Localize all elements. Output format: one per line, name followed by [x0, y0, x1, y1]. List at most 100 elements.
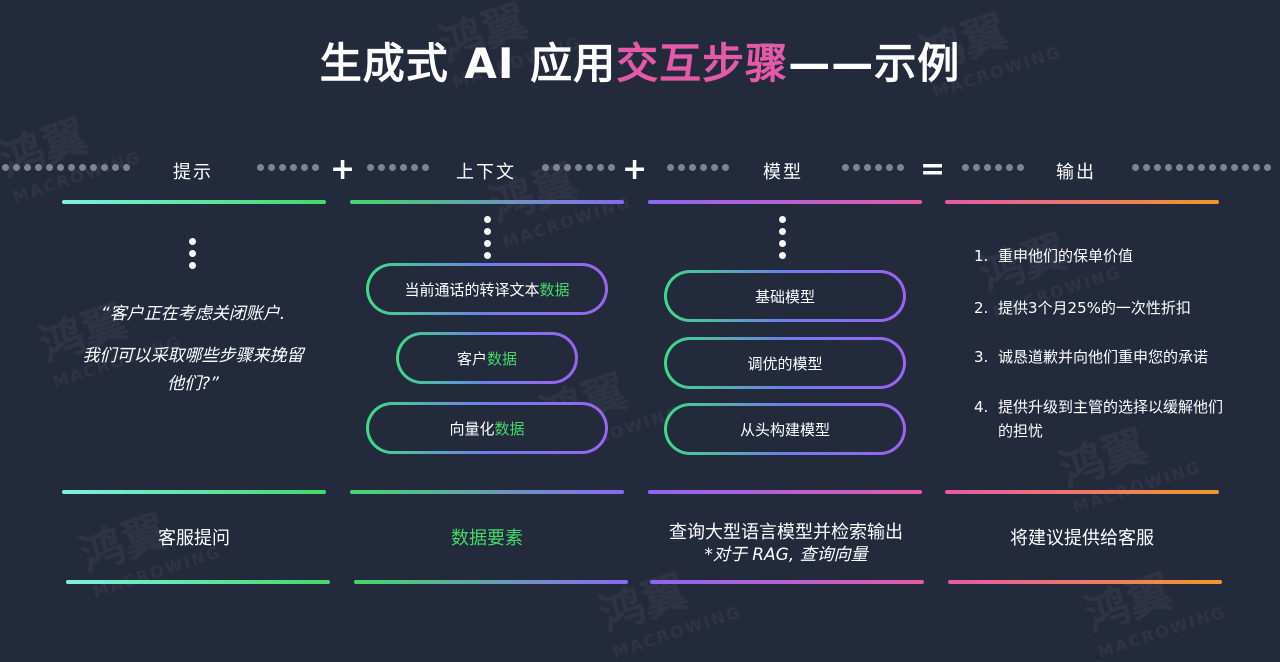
connector-dot: [995, 164, 1002, 171]
connector-dot: [678, 164, 685, 171]
connector-dot: [842, 164, 849, 171]
context-item-transcript: 当前通话的转译文本数据: [366, 263, 608, 315]
connector-dot: [597, 164, 604, 171]
header-prompt: 提示: [173, 162, 213, 183]
divider-mid-output: [945, 490, 1219, 494]
context-item-customer: 客户数据: [396, 332, 578, 384]
connector-dot: [722, 164, 729, 171]
model-item-foundation: 基础模型: [664, 270, 906, 322]
list-item: 4.提供升级到主管的选择以缓解他们的担忧: [974, 398, 1224, 440]
connector-dot: [57, 164, 64, 171]
plus-operator: +: [622, 152, 648, 187]
title-suffix: ——示例: [788, 39, 961, 88]
connector-dot: [2, 164, 9, 171]
connector-dot: [290, 164, 297, 171]
connector-dot: [1006, 164, 1013, 171]
connector-dot: [711, 164, 718, 171]
connector-dot: [1017, 164, 1024, 171]
vertical-dots: [484, 216, 492, 264]
connector-dot: [1231, 164, 1238, 171]
list-item: 2.提供3个月25%的一次性折扣: [974, 299, 1191, 317]
connector-dot: [123, 164, 130, 171]
connector-dot: [279, 164, 286, 171]
connector-dot: [608, 164, 615, 171]
connector-dot: [542, 164, 549, 171]
connector-dot: [1132, 164, 1139, 171]
bottom-label-output: 将建议提供给客服: [1010, 528, 1154, 549]
connector-dot: [367, 164, 374, 171]
connector-dot: [257, 164, 264, 171]
connector-dot: [389, 164, 396, 171]
bottom-label-model: 查询大型语言模型并检索输出: [669, 522, 903, 543]
connector-dot: [301, 164, 308, 171]
connector-dot: [1154, 164, 1161, 171]
connector-dot: [1242, 164, 1249, 171]
quote-line: 我们可以采取哪些步骤来挽留他们?”: [82, 346, 304, 394]
plus-operator: +: [330, 152, 356, 187]
connector-dot: [1176, 164, 1183, 171]
connector-dot: [1209, 164, 1216, 171]
connector-dot: [1220, 164, 1227, 171]
divider-top-model: [648, 200, 922, 204]
connector-dot: [586, 164, 593, 171]
connector-dot: [962, 164, 969, 171]
divider-bottom-prompt: [66, 580, 330, 584]
connector-dot: [90, 164, 97, 171]
divider-bottom-output: [948, 580, 1222, 584]
connector-dot: [1253, 164, 1260, 171]
dots-prompt-right: [255, 164, 321, 172]
connector-dot: [700, 164, 707, 171]
connector-dot: [35, 164, 42, 171]
model-item-from-scratch: 从头构建模型: [664, 403, 906, 455]
connector-dot: [1264, 164, 1271, 171]
connector-dot: [13, 164, 20, 171]
connector-dot: [864, 164, 871, 171]
divider-mid-context: [350, 490, 624, 494]
dots-context-left: [365, 164, 431, 172]
model-item-tuned: 调优的模型: [664, 337, 906, 389]
prompt-quote: “客户正在考虑关闭账户. 我们可以采取哪些步骤来挽留他们?”: [68, 300, 318, 412]
divider-top-context: [350, 200, 624, 204]
connector-dot: [667, 164, 674, 171]
connector-dot: [101, 164, 108, 171]
connector-dot: [553, 164, 560, 171]
connector-dot: [68, 164, 75, 171]
title-prefix: 生成式 AI 应用: [319, 39, 617, 88]
connector-dot: [973, 164, 980, 171]
connector-dot: [875, 164, 882, 171]
divider-bottom-context: [354, 580, 628, 584]
quote-line: “客户正在考虑关闭账户.: [100, 304, 286, 324]
connector-dot: [1165, 164, 1172, 171]
connector-dot: [268, 164, 275, 171]
vertical-dots: [779, 216, 787, 264]
connector-dot: [24, 164, 31, 171]
connector-dot: [46, 164, 53, 171]
connector-dot: [575, 164, 582, 171]
connector-dot: [400, 164, 407, 171]
connector-dot: [984, 164, 991, 171]
dots-model-left: [665, 164, 731, 172]
header-model: 模型: [763, 162, 803, 183]
page-title: 生成式 AI 应用交互步骤——示例: [0, 30, 1280, 91]
connector-dot: [886, 164, 893, 171]
connector-dot: [1198, 164, 1205, 171]
connector-dot: [689, 164, 696, 171]
divider-mid-prompt: [62, 490, 326, 494]
connector-dot: [378, 164, 385, 171]
connector-dot: [112, 164, 119, 171]
title-highlight: 交互步骤: [616, 39, 789, 88]
vertical-dots: [189, 238, 197, 274]
connector-dot: [422, 164, 429, 171]
divider-top-prompt: [62, 200, 326, 204]
list-item: 1.重申他们的保单价值: [974, 247, 1134, 265]
divider-top-output: [945, 200, 1219, 204]
header-context: 上下文: [456, 162, 516, 183]
dots-context-right: [540, 164, 618, 172]
context-item-vectorized: 向量化数据: [366, 402, 608, 454]
header-output: 输出: [1056, 162, 1096, 183]
dots-left: [0, 164, 132, 172]
connector-dot: [853, 164, 860, 171]
connector-dot: [1187, 164, 1194, 171]
